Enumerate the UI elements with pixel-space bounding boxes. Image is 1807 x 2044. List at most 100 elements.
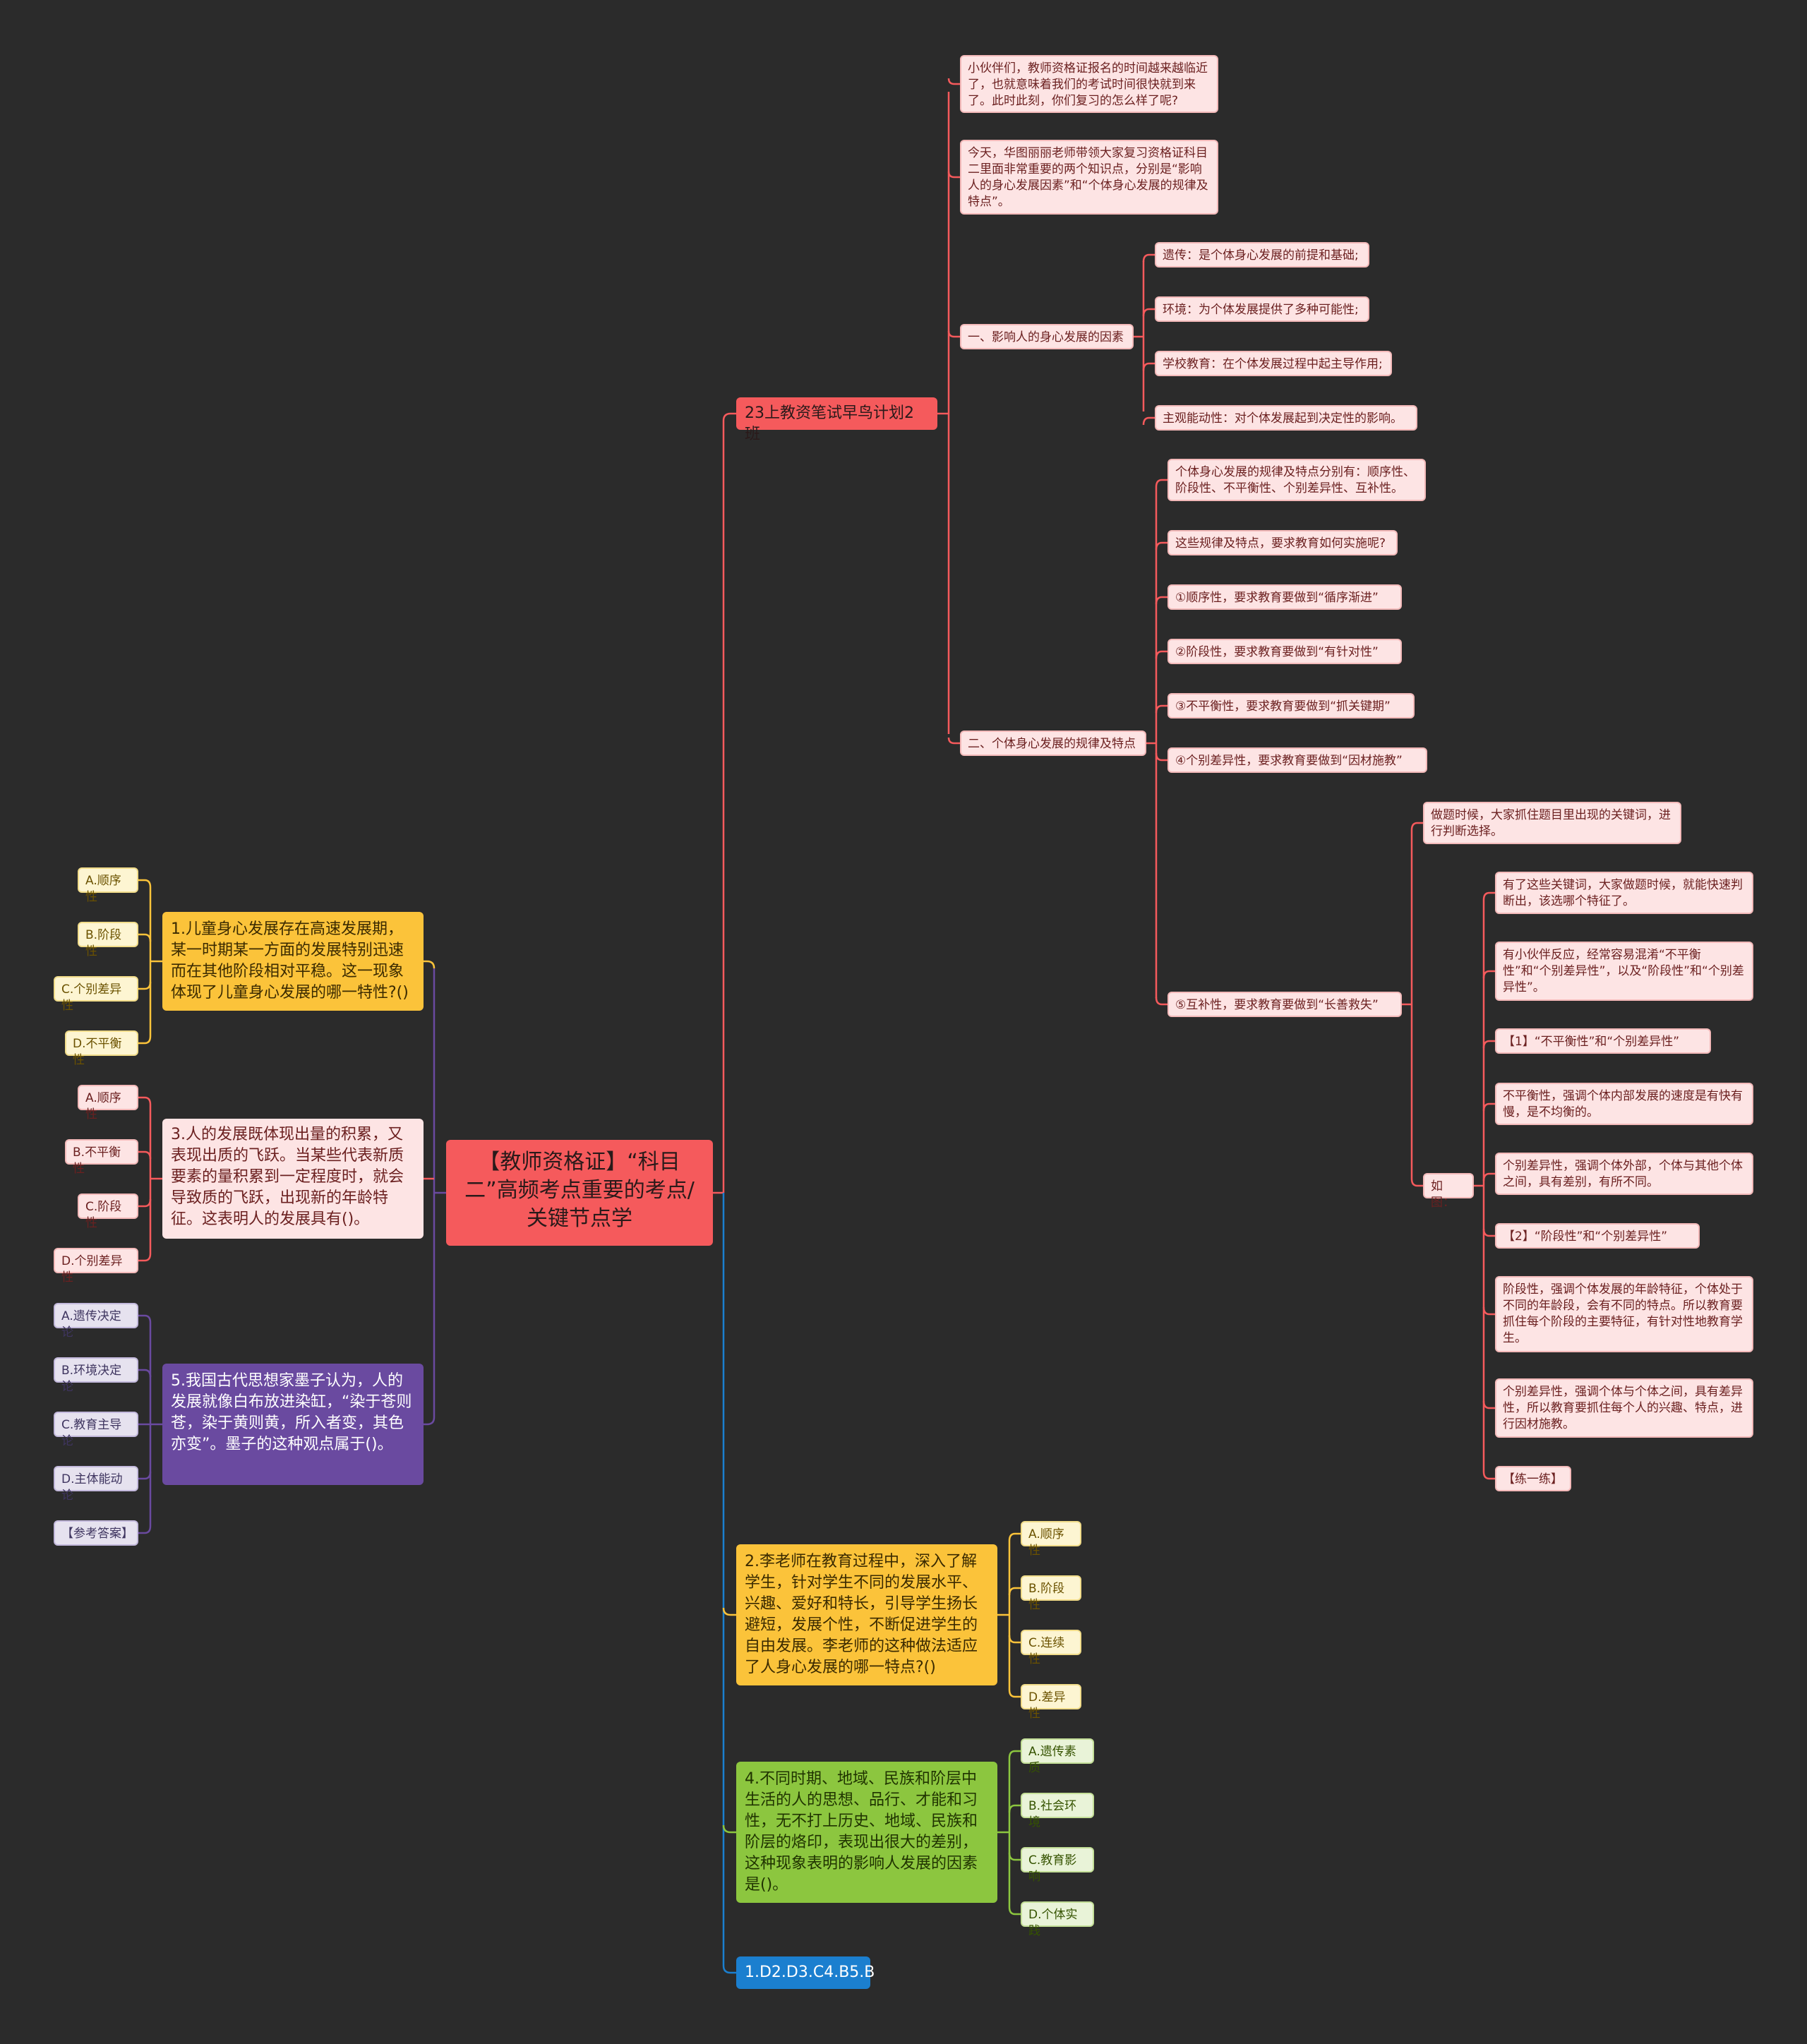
connector xyxy=(722,1607,736,1616)
connector xyxy=(947,78,960,85)
rule-item[interactable]: ②阶段性，要求教育要做到“有针对性” xyxy=(1167,639,1402,664)
question-1[interactable]: 1.儿童身心发展存在高速发展期，某一时期某一方面的发展特别迅速而在其他阶段相对平… xyxy=(162,912,424,1011)
option-q2[interactable]: C.连续性 xyxy=(1021,1630,1081,1666)
question-3[interactable]: 3.人的发展既体现出量的积累，又表现出质的飞跃。当某些代表新质要素的量积累到一定… xyxy=(162,1119,424,1239)
connector xyxy=(1008,1750,1021,1759)
connector xyxy=(424,1417,436,1426)
connector xyxy=(722,1965,736,1974)
connector xyxy=(1410,822,1423,831)
option-q2[interactable]: D.差异性 xyxy=(1021,1684,1081,1721)
factor-item[interactable]: 遗传：是个体身心发展的前提和基础; xyxy=(1155,242,1369,267)
connector xyxy=(1142,416,1155,426)
connector xyxy=(947,171,960,179)
connector xyxy=(947,330,960,338)
connector xyxy=(1155,704,1167,714)
connector xyxy=(1155,997,1167,1006)
connector xyxy=(722,1824,736,1834)
connector xyxy=(1482,1228,1495,1237)
option-q5[interactable]: A.遗传决定论 xyxy=(54,1303,138,1340)
as-shown-label[interactable]: 如图： xyxy=(1423,1173,1474,1210)
connector xyxy=(1482,1102,1495,1112)
option-q5[interactable]: B.环境决定论 xyxy=(54,1357,138,1394)
connector xyxy=(138,1253,152,1262)
note-item[interactable]: 有小伙伴反应，经常容易混淆“不平衡性”和“个别差异性”，以及“阶段性”和“个别差… xyxy=(1495,942,1753,1001)
option-q3[interactable]: A.顺序性 xyxy=(78,1085,138,1122)
connector xyxy=(1155,752,1167,762)
section-development-rules[interactable]: 二、个体身心发展的规律及特点 xyxy=(960,731,1146,756)
connector xyxy=(138,1471,152,1480)
note-item[interactable]: 个别差异性，强调个体外部，个体与其他个体之间，具有差别，有所不同。 xyxy=(1495,1153,1753,1195)
option-q5[interactable]: C.教育主导论 xyxy=(54,1412,138,1448)
rule-item[interactable]: 个体身心发展的规律及特点分别有：顺序性、阶段性、不平衡性、个别差异性、互补性。 xyxy=(1167,459,1426,501)
option-q1[interactable]: B.阶段性 xyxy=(78,922,138,958)
connector xyxy=(1482,891,1495,901)
option-q5[interactable]: D.主体能动论 xyxy=(54,1466,138,1503)
connector xyxy=(138,1150,152,1160)
rule-item[interactable]: ①顺序性，要求教育要做到“循序渐进” xyxy=(1167,584,1402,610)
option-q1[interactable]: A.顺序性 xyxy=(78,867,138,904)
question-5[interactable]: 5.我国古代思想家墨子认为，人的发展就像白布放进染缸，“染于苍则苍，染于黄则黄，… xyxy=(162,1364,424,1485)
root-topic[interactable]: 【教师资格证】“科目二”高频考点重要的考点/关键节点学 xyxy=(446,1140,713,1246)
factor-item[interactable]: 主观能动性：对个体发展起到决定性的影响。 xyxy=(1155,405,1417,431)
option-q3[interactable]: D.个别差异性 xyxy=(54,1248,138,1285)
connector xyxy=(138,1369,152,1378)
rule-item[interactable]: 这些规律及特点，要求教育如何实施呢? xyxy=(1167,530,1398,555)
connector xyxy=(1482,1040,1495,1049)
option-q4[interactable]: D.个体实践 xyxy=(1021,1901,1094,1938)
connector xyxy=(1008,1689,1021,1698)
connector xyxy=(947,737,960,745)
rule-item[interactable]: ④个别差异性，要求教育要做到“因材施教” xyxy=(1167,747,1427,773)
connector xyxy=(1155,650,1167,659)
connector xyxy=(1155,541,1167,551)
option-q3[interactable]: B.不平衡性 xyxy=(65,1139,138,1176)
intro-note-2[interactable]: 今天，华图丽丽老师带领大家复习资格证科目二里面非常重要的两个知识点，分别是“影响… xyxy=(960,140,1218,215)
connector xyxy=(1008,1852,1021,1861)
rule-item[interactable]: ③不平衡性，要求教育要做到“抓关键期” xyxy=(1167,693,1415,719)
note-item[interactable]: 【1】“不平衡性”和“个别差异性” xyxy=(1495,1028,1711,1054)
connector xyxy=(1008,1804,1021,1813)
connector xyxy=(1008,1906,1021,1916)
connector xyxy=(1482,1400,1495,1409)
note-item[interactable]: 阶段性，强调个体发展的年龄特征，个体处于不同的年龄段，会有不同的特点。所以教育要… xyxy=(1495,1276,1753,1352)
connector xyxy=(424,960,436,969)
section-influence-factors[interactable]: 一、影响人的身心发展的因素 xyxy=(960,324,1134,349)
option-q4[interactable]: C.教育影响 xyxy=(1021,1847,1094,1884)
connector xyxy=(1142,308,1155,317)
question-2[interactable]: 2.李老师在教育过程中，深入了解学生，针对学生不同的发展水平、兴趣、爱好和特长，… xyxy=(736,1544,997,1685)
intro-note-1[interactable]: 小伙伴们，教师资格证报名的时间越来越临近了，也就意味着我们的考试时间很快就到来了… xyxy=(960,55,1218,113)
option-q1[interactable]: D.不平衡性 xyxy=(65,1030,138,1067)
connector xyxy=(1008,1587,1021,1596)
connector xyxy=(138,1035,152,1045)
connector xyxy=(1155,596,1167,605)
connector xyxy=(138,1314,152,1323)
factor-item[interactable]: 学校教育：在个体发展过程中起主导作用; xyxy=(1155,351,1392,376)
connector xyxy=(138,1525,152,1534)
option-q4[interactable]: A.遗传素质 xyxy=(1021,1738,1094,1775)
connector xyxy=(138,1096,152,1105)
reference-answer-label[interactable]: 【参考答案】 xyxy=(54,1520,138,1546)
note-item[interactable]: 【2】“阶段性”和“个别差异性” xyxy=(1495,1223,1700,1249)
option-q2[interactable]: A.顺序性 xyxy=(1021,1521,1081,1558)
connector xyxy=(1482,1471,1495,1480)
option-q2[interactable]: B.阶段性 xyxy=(1021,1575,1081,1612)
option-q1[interactable]: C.个别差异性 xyxy=(54,976,138,1013)
note-item[interactable]: 个别差异性，强调个体与个体之间，具有差异性，所以教育要抓住每个人的兴趣、特点，进… xyxy=(1495,1378,1753,1438)
connector xyxy=(138,879,152,888)
exam-tip[interactable]: 做题时候，大家抓住题目里出现的关键词，进行判断选择。 xyxy=(1423,802,1681,844)
option-q4[interactable]: B.社会环境 xyxy=(1021,1793,1094,1829)
connector xyxy=(1482,1306,1495,1316)
factor-item[interactable]: 环境：为个体发展提供了多种可能性; xyxy=(1155,296,1369,322)
practice-label[interactable]: 【练一练】 xyxy=(1495,1466,1571,1491)
rule-complementarity[interactable]: ⑤互补性，要求教育要做到“长善救失” xyxy=(1167,992,1402,1017)
note-item[interactable]: 有了这些关键词，大家做题时候，就能快速判断出，该选哪个特征了。 xyxy=(1495,872,1753,914)
note-item[interactable]: 不平衡性，强调个体内部发展的速度是有快有慢，是不均衡的。 xyxy=(1495,1083,1753,1125)
branch-study-plan[interactable]: 23上教资笔试早鸟计划2班 xyxy=(736,397,937,443)
connector xyxy=(138,933,152,942)
question-4[interactable]: 4.不同时期、地域、民族和阶层中生活的人的思想、品行、才能和习性，无不打上历史、… xyxy=(736,1762,997,1903)
connector xyxy=(1482,970,1495,979)
connector xyxy=(138,1198,152,1208)
connector xyxy=(722,412,736,421)
option-q3[interactable]: C.阶段性 xyxy=(78,1194,138,1230)
answer-key[interactable]: 1.D2.D3.C4.B5.B xyxy=(736,1956,875,1989)
